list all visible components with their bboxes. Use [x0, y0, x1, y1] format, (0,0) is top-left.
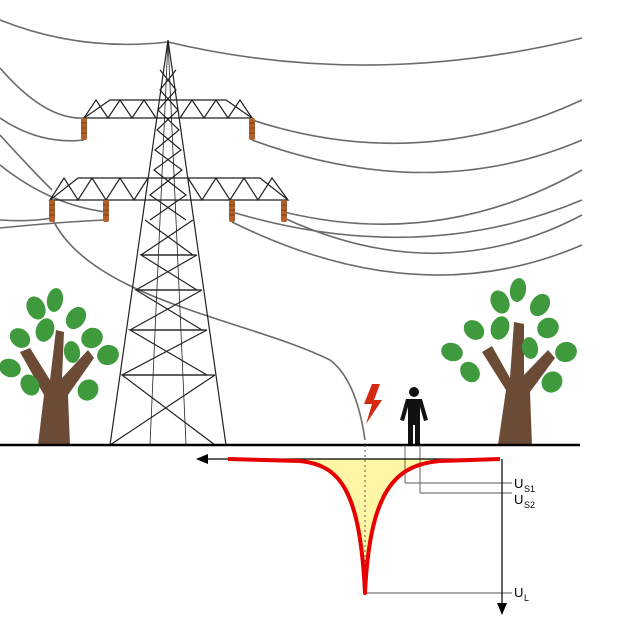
insulators	[49, 118, 287, 222]
label-us1-sub: S1	[524, 484, 535, 494]
label-us2-main: U	[514, 492, 523, 507]
wire-c-right	[283, 169, 583, 226]
insulator-lower-1	[49, 200, 55, 222]
earth-wire-left	[0, 19, 169, 46]
wire-b-left	[0, 117, 85, 142]
axis-arrowhead-left	[196, 454, 208, 464]
earth-wire-right	[167, 37, 583, 66]
insulator-lower-4	[281, 200, 287, 222]
insulator-upper-left	[81, 118, 87, 140]
lightning-bolt-icon	[364, 384, 382, 424]
wire-a-left	[0, 67, 85, 119]
label-us1-main: U	[514, 476, 523, 491]
wire-f-left	[0, 219, 107, 229]
wire-e-right	[283, 214, 583, 255]
transmission-tower-icon	[48, 39, 290, 446]
wire-d-right	[231, 199, 583, 239]
insulator-lower-2	[103, 200, 109, 222]
wire-e-left	[0, 217, 53, 222]
axis-arrowhead-down	[497, 603, 507, 615]
potential-area	[228, 459, 500, 593]
label-us1: U S1	[514, 476, 535, 494]
fallen-wire	[51, 217, 366, 441]
label-us2-sub: S2	[524, 500, 535, 510]
wire-b-right	[251, 139, 583, 174]
wire-c-left	[0, 134, 53, 191]
wire-f-right	[231, 221, 583, 276]
label-ul-main: U	[514, 585, 523, 600]
tree-icon-left	[0, 288, 119, 445]
insulator-upper-right	[249, 118, 255, 140]
insulator-lower-3	[229, 200, 235, 222]
voltage-axis	[497, 459, 507, 615]
wire-a-right	[251, 99, 583, 145]
tree-icon-right	[441, 278, 577, 445]
potential-reference-lines	[365, 445, 512, 594]
label-us2: U S2	[514, 492, 535, 510]
label-ul: U L	[514, 585, 529, 603]
overhead-wires	[0, 19, 583, 441]
potential-curve	[227, 457, 501, 595]
label-ul-sub: L	[524, 593, 529, 603]
person-icon	[400, 387, 428, 445]
